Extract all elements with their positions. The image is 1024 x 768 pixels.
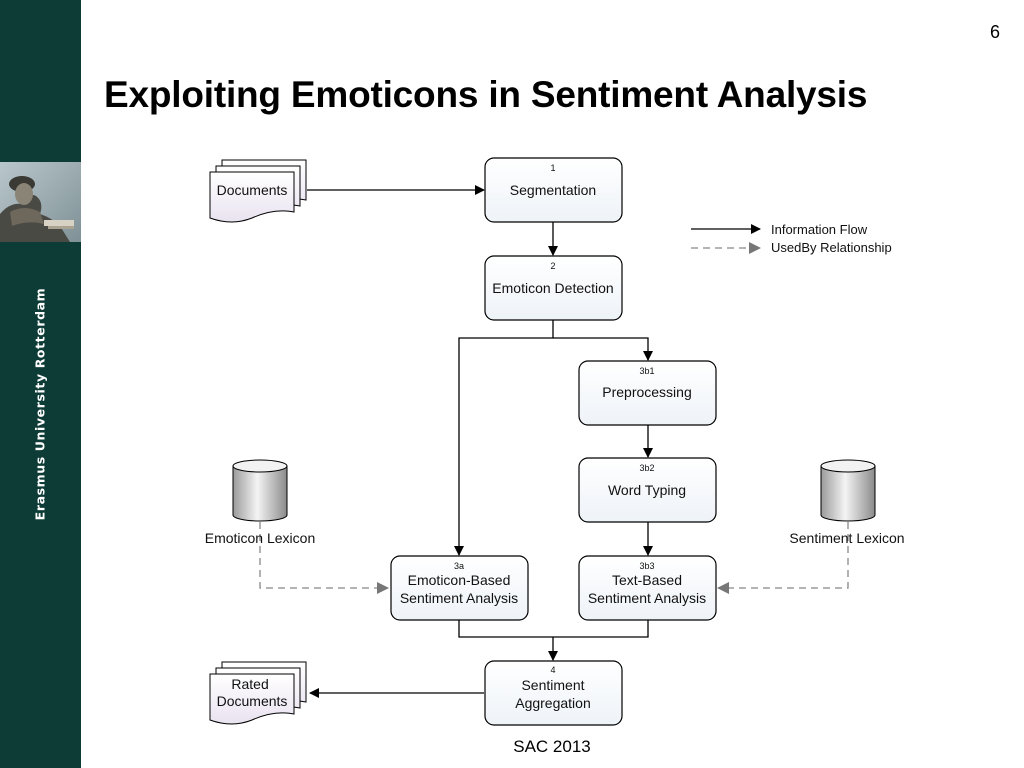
usedby-emoticon-lexicon bbox=[259, 522, 389, 594]
step-text-based-sentiment-analysis: 3b3 Text-Based Sentiment Analysis bbox=[578, 555, 717, 621]
step-number: 4 bbox=[550, 665, 555, 675]
flow-emoticon-sa-to-merge bbox=[458, 620, 649, 638]
step-emoticon-based-sentiment-analysis: 3a Emoticon-Based Sentiment Analysis bbox=[390, 555, 529, 621]
erasmus-portrait-image bbox=[0, 162, 81, 242]
flow-detection-to-emoticon-sa bbox=[454, 320, 554, 556]
step-label: Emoticon-Based bbox=[408, 572, 511, 588]
step-number: 3b1 bbox=[639, 366, 654, 376]
step-label: Sentiment Analysis bbox=[588, 590, 706, 606]
step-number: 3b2 bbox=[639, 463, 654, 473]
step-number: 2 bbox=[550, 261, 555, 271]
step-number: 1 bbox=[550, 163, 555, 173]
step-word-typing: 3b2 Word Typing bbox=[578, 457, 717, 523]
sentiment-lexicon-label: Sentiment Lexicon bbox=[789, 530, 904, 546]
emoticon-lexicon-label: Emoticon Lexicon bbox=[205, 530, 316, 546]
page-number: 6 bbox=[989, 22, 1000, 42]
emoticon-lexicon-database-icon bbox=[232, 459, 288, 522]
sentiment-lexicon-database-icon bbox=[820, 459, 876, 522]
step-label: Aggregation bbox=[515, 695, 591, 711]
step-sentiment-aggregation: 4 Sentiment Aggregation bbox=[484, 660, 623, 726]
legend-information-flow-label: Information Flow bbox=[771, 222, 868, 237]
step-preprocessing: 3b1 Preprocessing bbox=[578, 360, 717, 426]
footer-conference: SAC 2013 bbox=[513, 737, 591, 756]
step-label: Preprocessing bbox=[602, 384, 692, 400]
legend-usedby-label: UsedBy Relationship bbox=[771, 240, 892, 255]
step-label: Emoticon Detection bbox=[492, 280, 613, 296]
step-label: Word Typing bbox=[608, 482, 686, 498]
step-number: 3b3 bbox=[639, 561, 654, 571]
rated-documents-label: Rated Documents bbox=[217, 676, 288, 709]
step-label: Text-Based bbox=[612, 572, 682, 588]
rated-documents-shape: Rated Documents bbox=[209, 661, 307, 725]
step-label: Sentiment Analysis bbox=[400, 590, 518, 606]
step-label: Sentiment bbox=[521, 677, 584, 693]
slide-title: Exploiting Emoticons in Sentiment Analys… bbox=[104, 74, 868, 115]
step-emoticon-detection: 2 Emoticon Detection bbox=[484, 255, 623, 321]
flow-detection-to-preprocessing bbox=[553, 337, 653, 361]
step-segmentation: 1 Segmentation bbox=[484, 157, 623, 223]
sidebar: Erasmus University Rotterdam bbox=[0, 0, 81, 768]
step-label: Segmentation bbox=[510, 182, 596, 198]
step-number: 3a bbox=[454, 561, 464, 571]
usedby-sentiment-lexicon bbox=[717, 522, 849, 594]
documents-label: Documents bbox=[217, 182, 288, 198]
documents-input-shape: Documents bbox=[209, 159, 307, 223]
legend: Information Flow UsedBy Relationship bbox=[691, 222, 892, 255]
